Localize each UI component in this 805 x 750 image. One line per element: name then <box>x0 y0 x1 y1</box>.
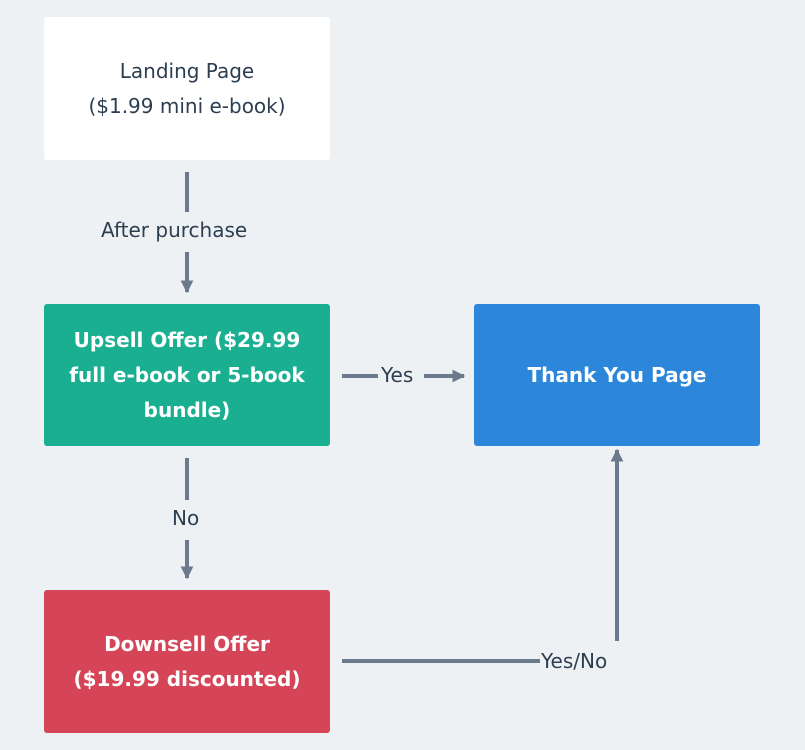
thank-you-page-node: Thank You Page <box>474 304 760 446</box>
landing-page-node-label: Landing Page ($1.99 mini e-book) <box>88 58 286 118</box>
edge-label-after-purchase: After purchase <box>101 218 248 242</box>
edge-label-no: No <box>172 506 200 530</box>
landing-page-node: Landing Page ($1.99 mini e-book) <box>44 17 330 160</box>
downsell-offer-node-label: Downsell Offer ($19.99 discounted) <box>73 631 301 691</box>
edge-label-yes: Yes <box>381 363 414 387</box>
upsell-offer-node-label: Upsell Offer ($29.99 full e-book or 5-bo… <box>69 327 305 422</box>
downsell-offer-node: Downsell Offer ($19.99 discounted) <box>44 590 330 733</box>
upsell-offer-node: Upsell Offer ($29.99 full e-book or 5-bo… <box>44 304 330 446</box>
thank-you-page-node-label: Thank You Page <box>527 362 707 387</box>
edge-label-yes-no: Yes/No <box>541 649 608 673</box>
